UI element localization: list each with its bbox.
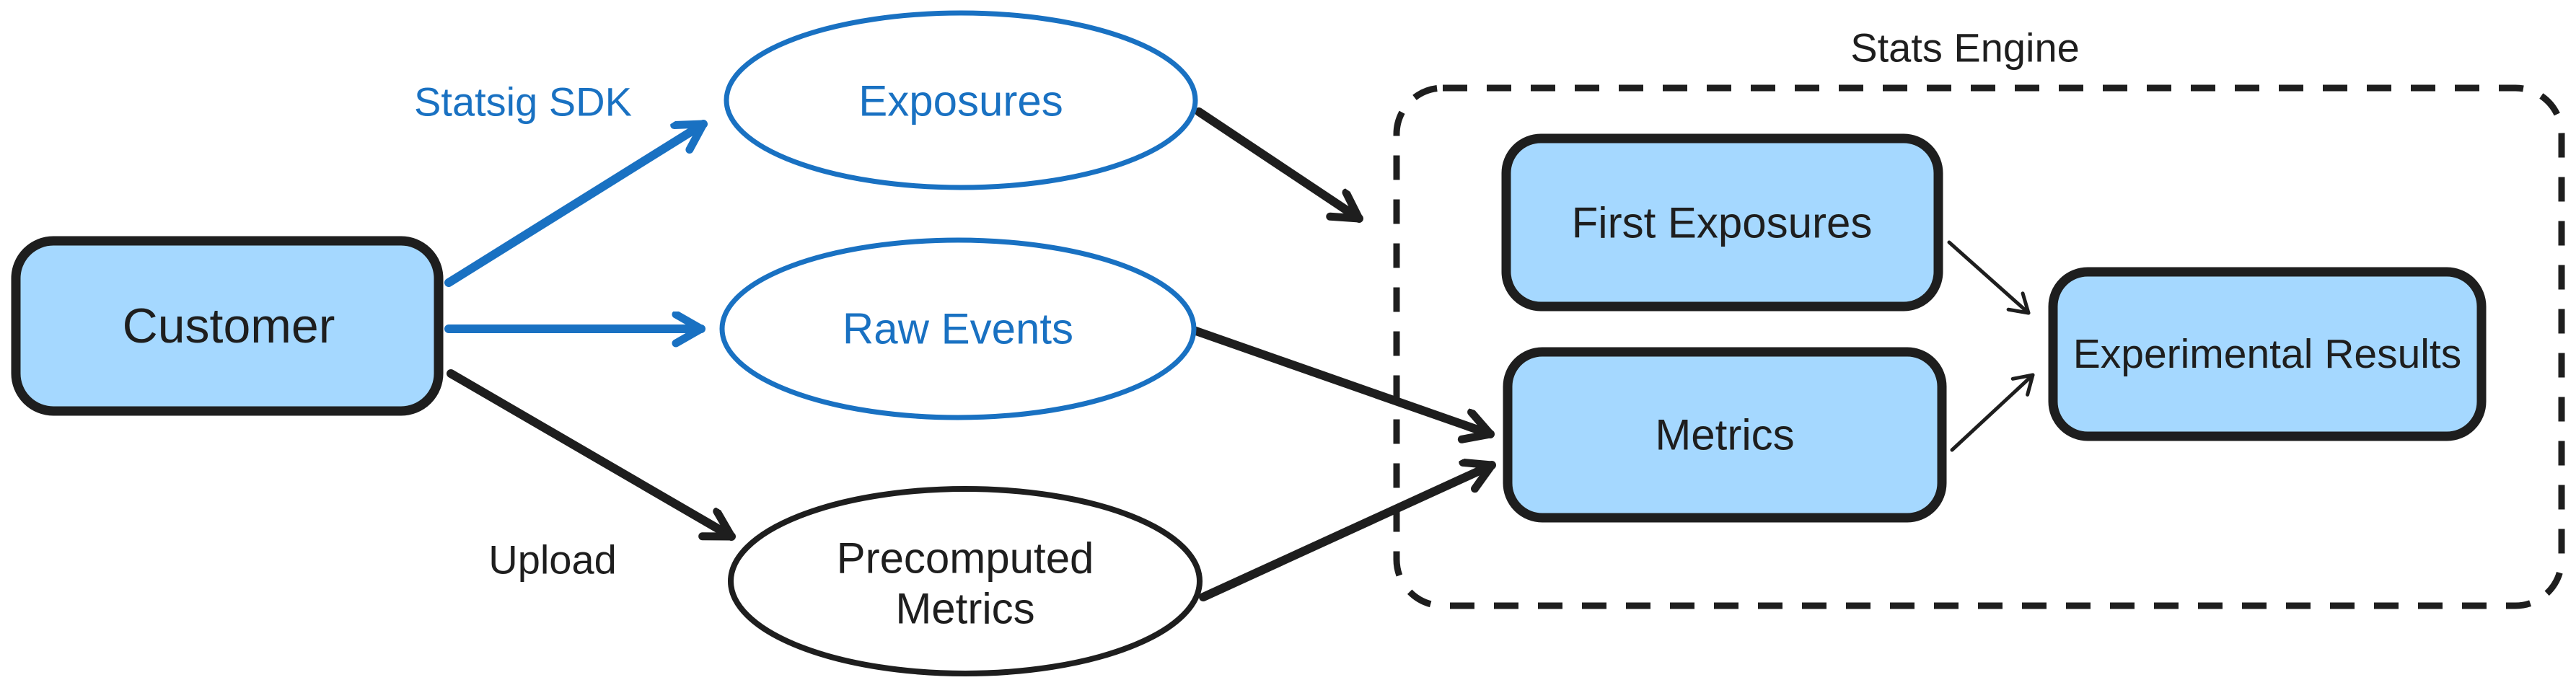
experimental-results-node-label: Experimental Results bbox=[2073, 331, 2462, 377]
customer-node-shape bbox=[11, 236, 444, 416]
arrow-first-exposures-experimental-results bbox=[1947, 240, 2031, 315]
raw-events-node-label: Raw Events bbox=[843, 305, 1073, 353]
arrow-precomputed-metrics-metrics bbox=[1199, 465, 1496, 601]
experimental-results-node: Experimental Results bbox=[2048, 267, 2487, 441]
arrow-customer-exposures bbox=[444, 120, 708, 287]
edges bbox=[444, 107, 2035, 601]
metrics-node-shape bbox=[1503, 347, 1947, 523]
customer-node-label: Customer bbox=[123, 299, 335, 353]
raw-events-node-shape bbox=[719, 237, 1197, 420]
exposures-node-label: Exposures bbox=[858, 77, 1063, 125]
precomputed-metrics-node-label-line1: Precomputed bbox=[837, 534, 1094, 583]
arrow-metrics-experimental-results bbox=[1950, 373, 2035, 452]
precomputed-metrics-node-shape bbox=[728, 486, 1203, 676]
experimental-results-node-shape bbox=[2048, 267, 2487, 441]
metrics-node: Metrics bbox=[1503, 347, 1947, 523]
precomputed-metrics-node: Precomputed Metrics bbox=[728, 486, 1203, 676]
statsig-sdk-edge-label: Statsig SDK bbox=[414, 79, 632, 125]
exposures-node: Exposures bbox=[724, 10, 1198, 190]
customer-node: Customer bbox=[11, 236, 444, 416]
arrow-customer-precomputed-metrics bbox=[447, 369, 736, 541]
upload-edge-label: Upload bbox=[488, 537, 616, 583]
metrics-node-label: Metrics bbox=[1655, 411, 1794, 459]
raw-events-node: Raw Events bbox=[719, 237, 1197, 420]
arrow-exposures-first-exposures bbox=[1195, 107, 1363, 223]
arrow-raw-events-metrics bbox=[1190, 326, 1495, 434]
first-exposures-node-label: First Exposures bbox=[1572, 199, 1873, 247]
stats-engine-container: Stats Engine bbox=[1393, 25, 2565, 609]
first-exposures-node-shape bbox=[1501, 133, 1943, 312]
precomputed-metrics-node-label-line2: Metrics bbox=[895, 585, 1034, 633]
exposures-node-shape bbox=[724, 10, 1198, 190]
stats-engine-border bbox=[1393, 84, 2565, 609]
first-exposures-node: First Exposures bbox=[1501, 133, 1943, 312]
stats-engine-title: Stats Engine bbox=[1850, 25, 2080, 71]
